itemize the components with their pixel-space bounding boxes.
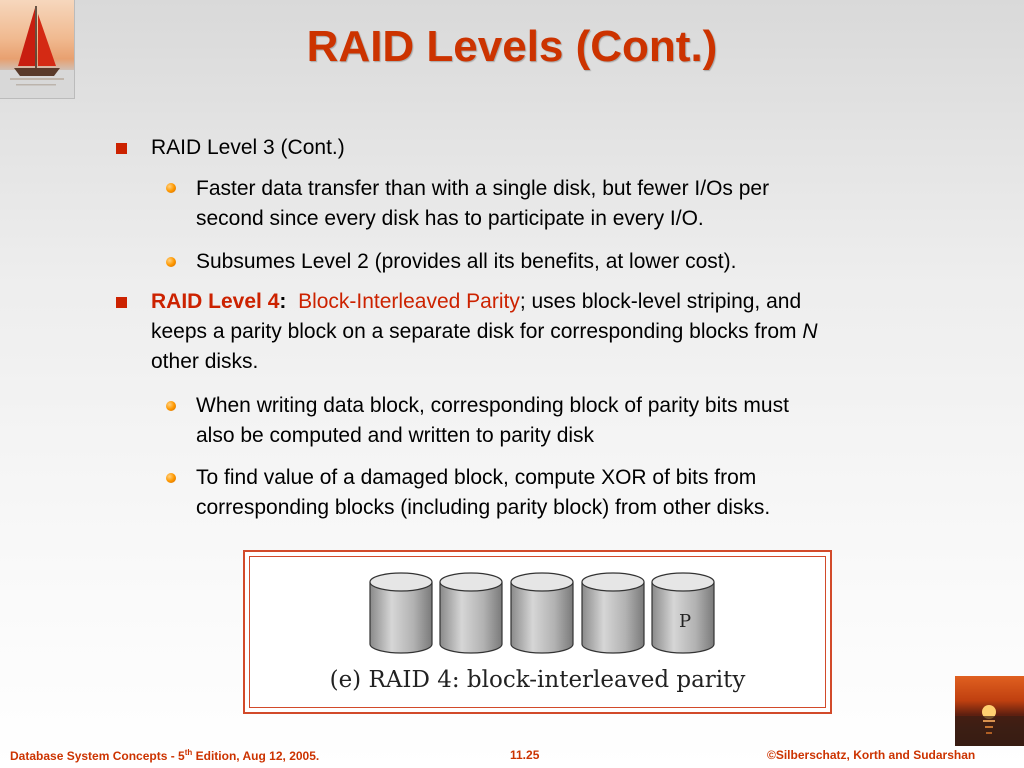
bullet-line: RAID Level 4: Block-Interleaved Parity; … <box>151 287 981 317</box>
subbullet-writing-data-block: When writing data block, corresponding b… <box>196 391 956 451</box>
disk-array: P <box>369 572 715 654</box>
raid4-figure: P (e) RAID 4: block-interleaved parity <box>243 550 832 714</box>
slide-title: RAID Levels (Cont.) <box>306 22 718 71</box>
label-colon: : <box>279 290 287 313</box>
round-bullet-icon <box>166 473 176 483</box>
block-interleaved-parity-term: Block-Interleaved Parity <box>298 290 520 313</box>
footer-page-number: 11.25 <box>510 748 540 762</box>
subbullet-faster-transfer: Faster data transfer than with a single … <box>196 174 956 234</box>
bullet-line: keeps a parity block on a separate disk … <box>151 317 981 347</box>
bullet-text: keeps a parity block on a separate disk … <box>151 320 803 343</box>
parity-disk-icon: P <box>651 572 715 654</box>
square-bullet-icon <box>116 297 127 308</box>
parity-label: P <box>679 611 691 632</box>
figure-caption: (e) RAID 4: block-interleaved parity <box>329 667 746 693</box>
sunset-image-icon <box>955 676 1024 746</box>
sailboat-logo-icon <box>0 0 75 99</box>
disk-icon <box>439 572 503 654</box>
footer-left: Database System Concepts - 5th Edition, … <box>10 748 319 763</box>
round-bullet-icon <box>166 183 176 193</box>
footer-text: Database System Concepts - 5 <box>10 749 185 763</box>
subbullet-line: To find value of a damaged block, comput… <box>196 466 757 489</box>
figure-inner-border: P (e) RAID 4: block-interleaved parity <box>249 556 826 708</box>
subbullet-line: Faster data transfer than with a single … <box>196 177 770 200</box>
subbullet-line: also be computed and written to parity d… <box>196 424 595 447</box>
bullet-raid-level-4: RAID Level 4: Block-Interleaved Parity; … <box>151 287 981 377</box>
subbullet-line: When writing data block, corresponding b… <box>196 394 789 417</box>
subbullet-line: second since every disk has to participa… <box>196 207 704 230</box>
disk-icon <box>581 572 645 654</box>
round-bullet-icon <box>166 401 176 411</box>
n-variable: N <box>802 320 818 343</box>
footer-copyright: ©Silberschatz, Korth and Sudarshan <box>767 748 976 762</box>
round-bullet-icon <box>166 257 176 267</box>
bullet-line: other disks. <box>151 350 259 373</box>
subbullet-line: corresponding blocks (including parity b… <box>196 496 771 519</box>
footer-text: Edition, Aug 12, 2005. <box>192 749 320 763</box>
square-bullet-icon <box>116 143 127 154</box>
bullet-text: ; uses block-level striping, and <box>519 290 802 313</box>
raid-level-4-label: RAID Level 4 <box>151 290 280 313</box>
subbullet-subsumes: Subsumes Level 2 (provides all its benef… <box>196 250 737 273</box>
bullet-raid-level-3: RAID Level 3 (Cont.) <box>151 136 345 159</box>
footer-sup: th <box>184 748 193 757</box>
disk-icon <box>510 572 574 654</box>
disk-icon <box>369 572 433 654</box>
subbullet-damaged-block: To find value of a damaged block, comput… <box>196 463 956 523</box>
